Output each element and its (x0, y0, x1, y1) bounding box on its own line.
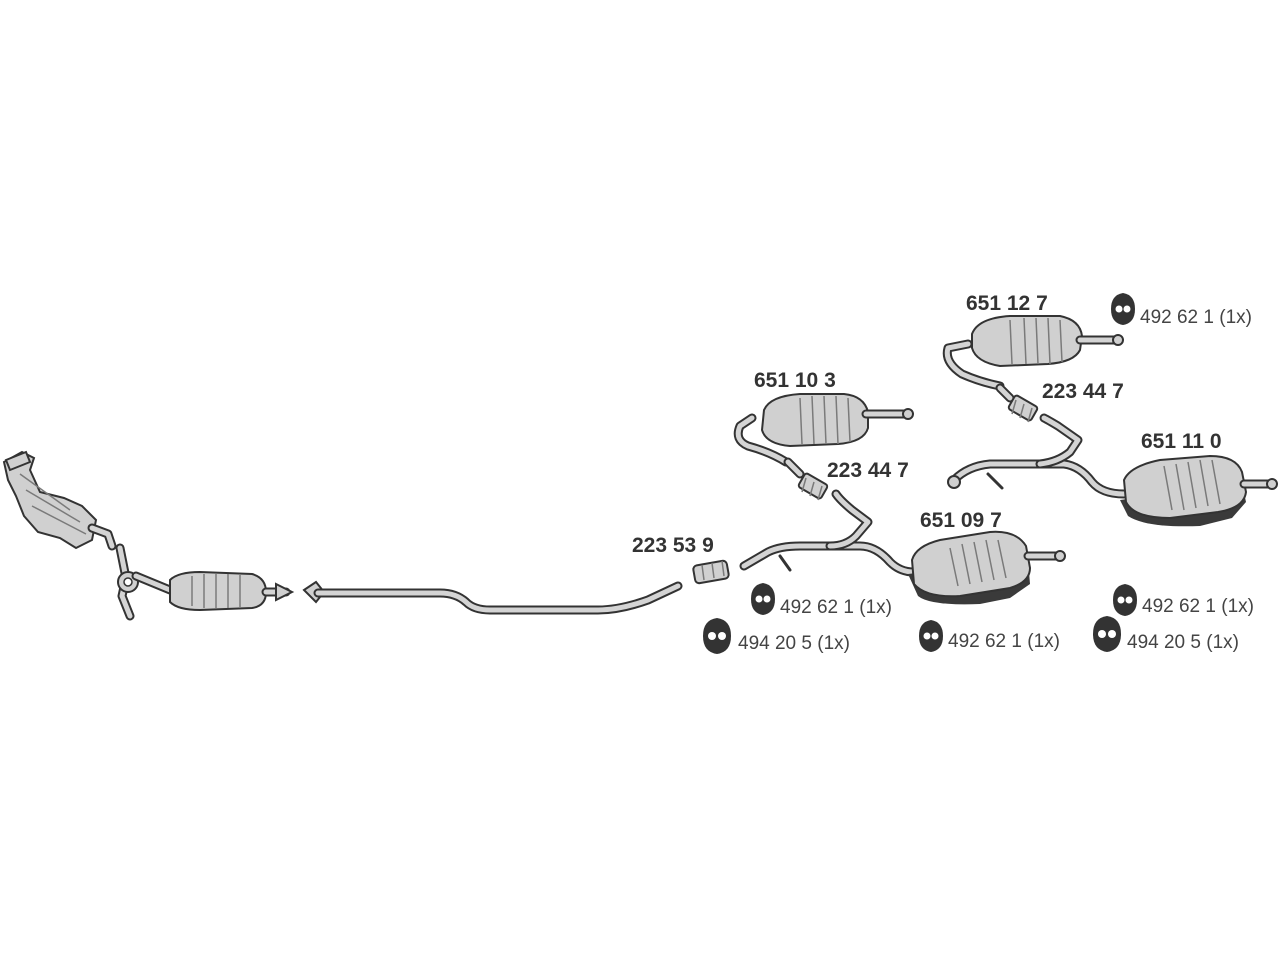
hanger-label-upper-right: 492 62 1 (1x) (1140, 307, 1252, 328)
part-label-651-10-3: 651 10 3 (754, 369, 836, 392)
y-pipe-front-section (739, 489, 919, 577)
middle-pipe (302, 580, 683, 615)
rubber-hanger-icon (751, 583, 775, 615)
part-label-223-53-9: 223 53 9 (632, 534, 714, 557)
part-label-651-09-7: 651 09 7 (920, 509, 1002, 532)
muffler-651-11-0 (1120, 454, 1278, 527)
part-label-651-11-0: 651 11 0 (1141, 430, 1222, 453)
hanger-label-middle-right: 492 62 1 (1x) (1142, 596, 1254, 617)
part-label-651-12-7: 651 12 7 (966, 292, 1048, 315)
hanger-label-lower-left: 494 20 5 (1x) (738, 633, 850, 654)
front-catalytic-converter-assembly (2, 450, 295, 621)
rubber-hanger-icon (1111, 293, 1135, 325)
hanger-label-lower-middle: 492 62 1 (1x) (948, 631, 1060, 652)
clamp-223-44-7-second (1007, 394, 1039, 423)
muffler-651-10-3 (733, 393, 914, 479)
muffler-651-12-7 (942, 315, 1124, 403)
part-label-223-44-7-second: 223 44 7 (1042, 380, 1124, 403)
hanger-label-lower-right: 494 20 5 (1x) (1127, 632, 1239, 653)
clamp-223-44-7-first (797, 472, 829, 501)
rubber-hanger-icon (1113, 584, 1137, 616)
rubber-hanger-large-icon (1093, 616, 1121, 652)
rubber-hanger-icon (919, 620, 943, 652)
rubber-hanger-large-icon (703, 618, 731, 654)
hanger-label-middle-left: 492 62 1 (1x) (780, 597, 892, 618)
part-label-223-44-7-first: 223 44 7 (827, 459, 909, 482)
muffler-651-09-7 (908, 530, 1066, 605)
y-pipe-rear-section (947, 413, 1129, 499)
clamp-223-53-9 (692, 559, 730, 585)
